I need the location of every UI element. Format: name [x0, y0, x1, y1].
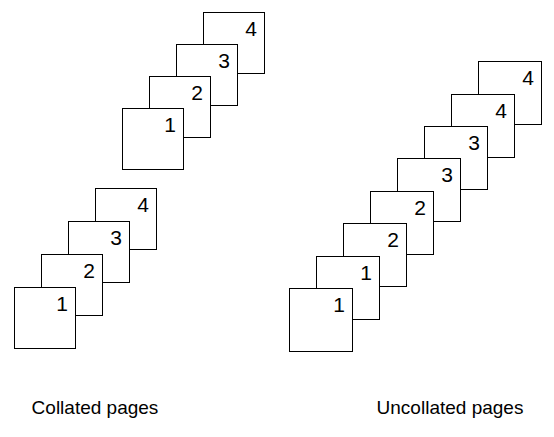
page-sheet: 1 — [14, 287, 76, 349]
page-number: 2 — [414, 197, 426, 218]
page-number: 2 — [191, 82, 203, 103]
page-number: 3 — [441, 164, 453, 185]
page-number: 4 — [137, 194, 149, 215]
page-number: 4 — [245, 18, 257, 39]
page-number: 4 — [522, 67, 534, 88]
page-number: 1 — [56, 293, 68, 314]
page-number: 3 — [468, 132, 480, 153]
page-sheet: 1 — [122, 108, 184, 170]
page-number: 1 — [333, 294, 345, 315]
caption-label: Collated pages — [32, 397, 159, 419]
page-number: 3 — [218, 50, 230, 71]
caption-label: Uncollated pages — [377, 397, 524, 419]
page-number: 4 — [495, 100, 507, 121]
page-number: 2 — [83, 260, 95, 281]
page-number: 1 — [360, 262, 372, 283]
page-number: 3 — [110, 227, 122, 248]
page-number: 1 — [164, 114, 176, 135]
page-sheet: 1 — [289, 288, 353, 352]
page-number: 2 — [387, 229, 399, 250]
